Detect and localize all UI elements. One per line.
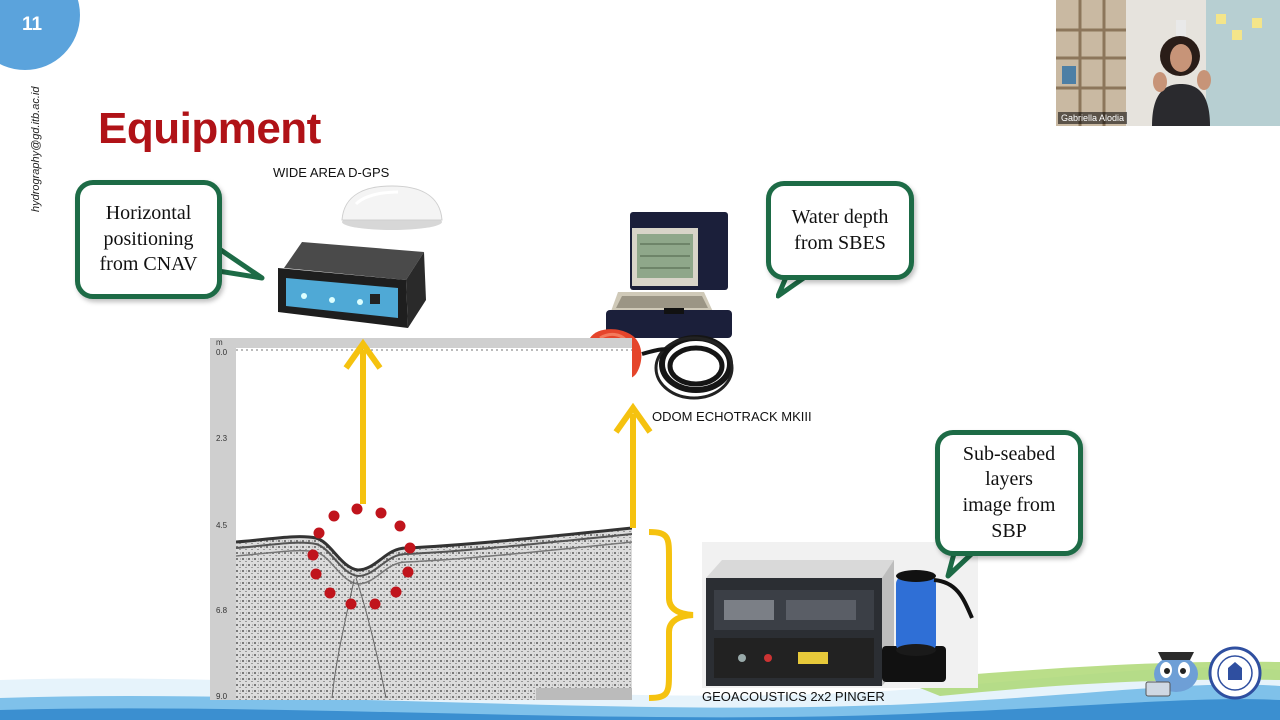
gps-receiver-image [278, 242, 426, 328]
bubble-horizontal-text: Horizontal positioning from CNAV [99, 202, 198, 276]
arrow-to-echotrack [613, 402, 653, 528]
bubble-sub-seabed: Sub-seabed layers image from SBP [935, 430, 1083, 556]
sonar-profile-image: m 0.0 2.3 4.5 6.8 9.0 [210, 338, 633, 701]
arrow-to-gps [343, 338, 383, 504]
mascot-logo [1145, 652, 1198, 697]
decorative-wave [0, 661, 1280, 720]
slide-number: 11 [22, 14, 43, 35]
webcam-video[interactable]: Gabriella Alodia [1056, 0, 1280, 126]
sonar-tick: 6.8 [216, 606, 228, 615]
bubble-sub-seabed-text: Sub-seabed layers image from SBP [962, 442, 1056, 542]
webcam-participant-name: Gabriella Alodia [1058, 112, 1128, 124]
sonar-tick: 9.0 [216, 692, 228, 701]
slide-title: Equipment [98, 104, 321, 153]
itb-seal-logo [1208, 646, 1262, 700]
sonar-seabed-graphic [235, 349, 633, 700]
highlight-dotted-circle [307, 503, 416, 610]
sonar-tick: 4.5 [216, 521, 228, 530]
sonar-tick: 2.3 [216, 434, 228, 443]
sonar-unit: m [216, 338, 223, 347]
pinger-label: GEOACOUSTICS 2x2 PINGER [702, 689, 885, 704]
bubble-horizontal-positioning: Horizontal positioning from CNAV [75, 180, 222, 299]
bubble-water-depth-text: Water depth from SBES [791, 205, 889, 254]
webcam-scene [1056, 0, 1280, 126]
gps-antenna-image [341, 185, 443, 230]
pinger-image [702, 542, 978, 688]
curly-brace-icon [648, 529, 694, 701]
sonar-tick: 0.0 [216, 348, 228, 357]
echotrack-label: ODOM ECHOTRACK MKIII [652, 409, 812, 424]
contact-email: hydrography@gd.itb.ac.id [30, 86, 42, 212]
echosounder-laptop-image [606, 212, 732, 338]
gps-label: WIDE AREA D-GPS [273, 165, 390, 180]
bubble-water-depth: Water depth from SBES [766, 181, 914, 280]
slide-number-badge: 11 [0, 0, 80, 70]
